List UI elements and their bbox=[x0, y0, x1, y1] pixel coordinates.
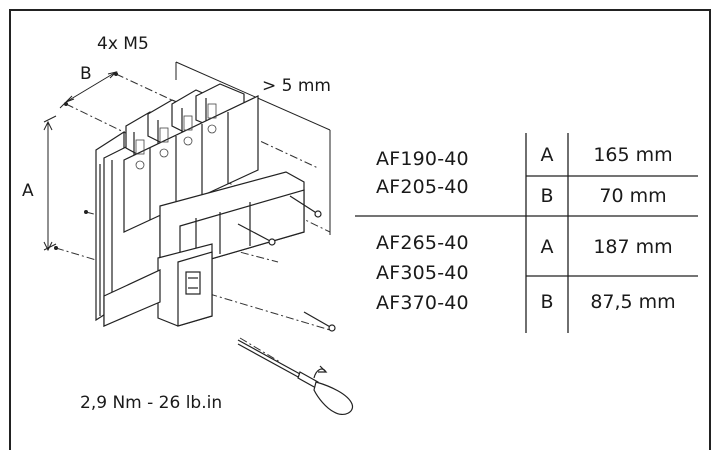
dimension-key: B bbox=[540, 291, 554, 313]
model-label: AF265-40 bbox=[376, 232, 469, 254]
dimension-key: B bbox=[540, 185, 554, 207]
dimension-key: A bbox=[540, 144, 554, 166]
hole-markers bbox=[54, 72, 118, 250]
mounting-screws bbox=[237, 195, 336, 332]
dimension-value: 87,5 mm bbox=[590, 291, 676, 313]
screw-size-label: 4x M5 bbox=[97, 34, 149, 54]
contactor-body bbox=[95, 83, 305, 327]
dimension-a-label: A bbox=[22, 181, 34, 201]
frame bbox=[9, 9, 711, 450]
model-label: AF305-40 bbox=[376, 262, 469, 284]
dimension-key: A bbox=[540, 236, 554, 258]
screwdriver-icon bbox=[237, 339, 354, 416]
dimension-value: 187 mm bbox=[593, 236, 673, 258]
terminal-details bbox=[135, 103, 217, 170]
torque-label: 2,9 Nm - 26 lb.in bbox=[80, 393, 223, 413]
spec-table-grid bbox=[355, 133, 698, 333]
model-label: AF205-40 bbox=[376, 176, 469, 198]
dimension-value: 165 mm bbox=[593, 144, 673, 166]
model-label: AF370-40 bbox=[376, 292, 469, 314]
clearance-label: > 5 mm bbox=[262, 76, 331, 96]
model-label: AF190-40 bbox=[376, 148, 469, 170]
dimension-value: 70 mm bbox=[599, 185, 667, 207]
dimension-b-label: B bbox=[80, 64, 92, 84]
